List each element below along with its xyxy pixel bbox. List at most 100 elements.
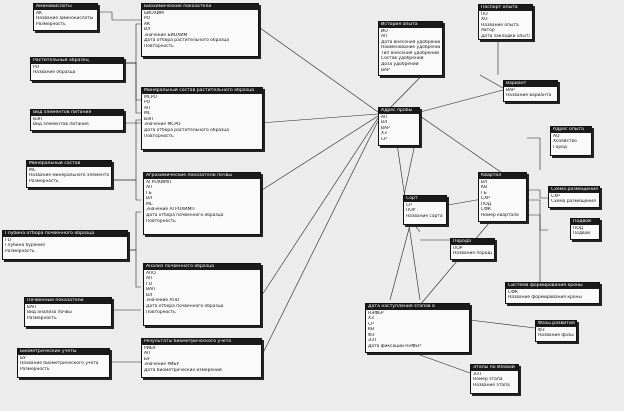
field: ХЗ xyxy=(368,316,374,322)
field: Доза удобрений xyxy=(381,62,419,68)
field: ГО xyxy=(5,237,12,243)
entity-sort[interactable]: Сорт СР ПОР Название сорта xyxy=(403,195,447,225)
entity-title: История опыта xyxy=(379,22,442,28)
entity-title: Аминокислоты xyxy=(34,4,97,10)
field: Состав удобрений xyxy=(381,56,424,62)
field: РИБУ xyxy=(144,345,156,351)
field: ПОР xyxy=(453,245,463,251)
entity-title: Квартал xyxy=(479,173,526,179)
field: Название этапа xyxy=(473,382,510,388)
entity-title: Минеральный состав xyxy=(27,161,111,167)
entity-pochv-pokazateli[interactable]: Почвенные показатели ВАП Вид анализа поч… xyxy=(24,297,112,327)
field: ПОД xyxy=(481,201,492,207)
entity-title: Схема размещения xyxy=(549,187,599,193)
entity-min-sostav[interactable]: Минеральный состав МС Название минеральн… xyxy=(26,160,112,188)
field: ИО xyxy=(381,28,388,34)
field: РО xyxy=(33,64,40,70)
field: ВАР xyxy=(381,67,390,73)
field: АП xyxy=(381,34,388,40)
entity-rast-obrazec[interactable]: Растительный образец РО Название образца xyxy=(30,57,124,81)
field: СФК xyxy=(508,289,518,295)
field: Повторность xyxy=(146,309,176,315)
field: Название образца xyxy=(33,70,76,76)
entity-etapy-ilovoi[interactable]: Этапы по Иловой ЭЗТ Номер этапа Название… xyxy=(470,364,519,394)
field: ВЛ xyxy=(144,27,151,33)
entity-title: Вид элементов питания xyxy=(31,110,123,116)
field: МСРО xyxy=(144,94,157,100)
field: РО xyxy=(144,16,151,22)
entity-title: Подвой xyxy=(571,219,599,225)
field: ХЗ xyxy=(381,131,387,137)
entity-shema-razmeshcheniya[interactable]: Схема размещения СХР Схема размещения xyxy=(548,186,600,208)
field: Автор xyxy=(481,28,495,34)
field: ПОР xyxy=(406,208,416,214)
field: ЭЗТ xyxy=(368,338,377,344)
field: Дата внесения удобрений xyxy=(381,39,440,45)
field: РО xyxy=(144,100,151,106)
field: ВЭП xyxy=(33,116,43,122)
field: ПОД xyxy=(573,225,584,231)
field: Схема размещения xyxy=(551,199,596,205)
entity-adres-opyta[interactable]: Адрес опыта АО Хозяйство Город xyxy=(550,126,592,156)
field: Название сорта xyxy=(406,213,443,219)
entity-podvoi[interactable]: Подвой ПОД Подвой xyxy=(570,218,600,240)
entity-biohim[interactable]: Биохимические показатели БИОХИМ РО АК ВЛ… xyxy=(141,3,259,57)
entity-title: Порода xyxy=(451,239,494,245)
field: Размерность xyxy=(20,366,50,372)
entity-title: Биометрические учёты xyxy=(18,349,109,355)
field: Номер квартала xyxy=(481,213,519,219)
field: Размерность xyxy=(5,248,35,254)
field: ГО xyxy=(146,281,153,287)
entity-analiz-pochvy[interactable]: Анализ почвенного образца АПО АП ГО ВАП … xyxy=(143,263,261,326)
field: Название породы xyxy=(453,251,492,257)
entity-title: Растительный образец xyxy=(31,58,123,64)
field: Значение МСРО xyxy=(144,122,181,128)
field: Название биометрического учета xyxy=(20,361,99,367)
entity-rez-biomet[interactable]: Результаты биометрического учёта РИБУ АП… xyxy=(141,338,262,378)
entity-title: Адрес пробы xyxy=(379,108,419,114)
field: Дата отбора растительного образца xyxy=(144,38,230,44)
entity-title: Биохимические показатели xyxy=(142,4,258,10)
entity-data-nastupleniya[interactable]: Дата наступления этапов в НЭФЕР ХЗ СР КВ… xyxy=(365,303,470,353)
field: СР xyxy=(381,136,387,142)
entity-title: Паспорт опыта xyxy=(479,5,532,11)
entity-fazy-razvitiya[interactable]: Фазы развития ФЗ Название фазы xyxy=(535,320,577,342)
field: ВЛ xyxy=(381,120,388,126)
entity-istoriya-opyta[interactable]: История опыта ИО АП Дата внесения удобре… xyxy=(378,21,443,76)
field: Дата отбора почвенного образца xyxy=(146,213,224,219)
field: Тип внесения удобрений xyxy=(381,50,439,56)
field: СФК xyxy=(481,207,491,213)
entity-title: Система формирования кроны xyxy=(506,283,599,289)
field: Размерность xyxy=(29,178,59,184)
field: Повторность xyxy=(144,44,174,50)
field: Значение БИОХИМ xyxy=(144,32,188,38)
entity-min-sostav-rast[interactable]: Минеральный состав растительного образца… xyxy=(141,87,263,150)
field: Размерность xyxy=(36,21,66,27)
field: КВ xyxy=(481,185,488,191)
field: Дата биометрических измерений xyxy=(144,367,222,373)
field: Подвой xyxy=(573,231,591,237)
field: АП xyxy=(146,185,153,191)
field: БУ xyxy=(144,356,150,362)
entity-poroda[interactable]: Порода ПОР Название породы xyxy=(450,238,495,260)
field: Значение АГРОХИМП xyxy=(146,207,195,213)
entity-aminokisloty[interactable]: Аминокислоты АК Название аминокислоты Ра… xyxy=(33,3,98,31)
entity-agrohim[interactable]: Агрохимические показатели почвы АГРОХИМП… xyxy=(143,172,261,235)
field: Дата отбора почвенного образца xyxy=(146,304,224,310)
entity-vid-pitaniya[interactable]: Вид элементов питания ВЭП Вид элементов … xyxy=(30,109,124,131)
field: Название аминокислоты xyxy=(36,16,94,22)
entity-variant[interactable]: Вариант ВАР Название варианта xyxy=(503,80,558,102)
entity-adres-proby[interactable]: Адрес пробы АП ВЛ ВАР ХЗ СР xyxy=(378,107,420,146)
entity-sistema-formirovaniya[interactable]: Система формирования кроны СФК Название … xyxy=(505,282,600,304)
entity-kvartal[interactable]: Квартал ВЛ КВ ГБ СХР ПОД СФК Номер кварт… xyxy=(478,172,527,222)
entity-glubina[interactable]: Глубина отбора почвенного образца ГО Глу… xyxy=(2,230,128,260)
entity-biomet-uchety[interactable]: Биометрические учёты БУ Название биометр… xyxy=(17,348,110,378)
field: Дата отбора растительного образца xyxy=(144,128,230,134)
field: АП xyxy=(144,351,151,357)
entity-pasport-opyta[interactable]: Паспорт опыта ПО ХО Название опыта Автор… xyxy=(478,4,533,40)
field: Вид элементов питания xyxy=(33,122,89,128)
field: Значение РИБУ xyxy=(144,362,180,368)
field: АК xyxy=(144,21,151,27)
field: Название опыта xyxy=(481,22,519,28)
